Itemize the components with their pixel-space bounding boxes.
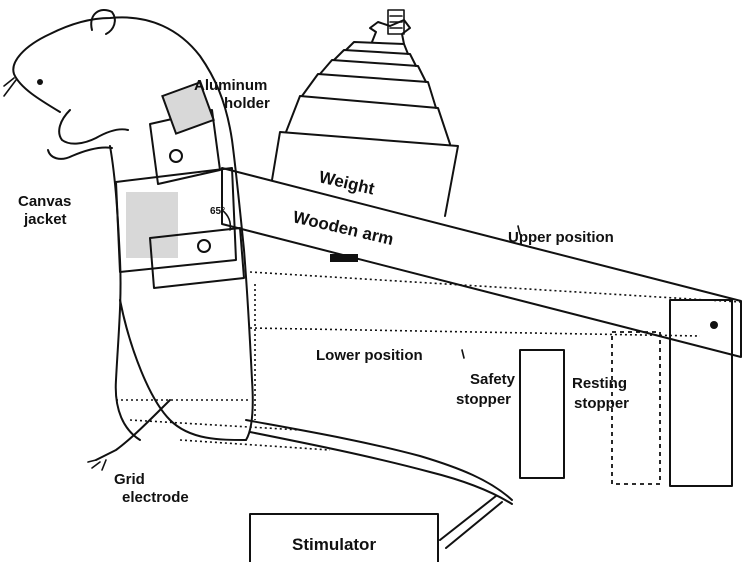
holder-screw-lower [198, 240, 210, 252]
arm-contact-plate [330, 254, 358, 262]
label-jacket: jacket [23, 211, 67, 228]
label-electrode: electrode [122, 489, 189, 506]
safety-stopper [520, 350, 564, 478]
label-safety: Safety [470, 371, 516, 388]
label-upper-position: Upper position [508, 229, 614, 246]
label-canvas: Canvas [18, 193, 71, 210]
support-post [670, 300, 732, 486]
label-resting: Resting [572, 375, 627, 392]
label-lower-position: Lower position [316, 347, 423, 364]
holder-screw-upper [170, 150, 182, 162]
label-angle: 65° [210, 206, 225, 217]
label-aluminum: Aluminum [194, 77, 267, 94]
label-safety-stopper: stopper [456, 391, 511, 408]
label-resting-stopper: stopper [574, 395, 629, 412]
jacket-texture [126, 192, 178, 258]
label-holder: holder [224, 95, 270, 112]
label-grid: Grid [114, 471, 145, 488]
label-wooden-arm: Wooden arm [291, 207, 395, 249]
lower-position-marker [462, 350, 464, 358]
stimulator-lead [440, 496, 502, 548]
wooden-arm [222, 168, 741, 357]
pivot-pin [710, 321, 718, 329]
label-stimulator: Stimulator [292, 535, 376, 554]
